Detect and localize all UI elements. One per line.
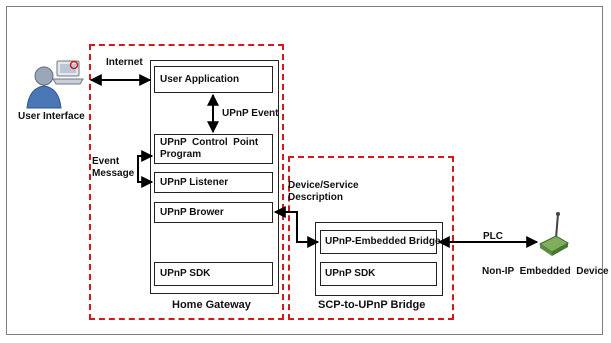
upnp-embedded-bridge-box — [320, 230, 437, 254]
event-message-arrow — [137, 150, 154, 188]
diagram-frame — [6, 6, 603, 335]
gateway-upnp-sdk-box — [154, 262, 273, 286]
bridge-upnp-sdk-label: UPnP SDK — [325, 268, 376, 279]
event-message-label-2: Message — [92, 168, 135, 179]
device-service-label-2: Description — [288, 192, 344, 203]
internet-label: Internet — [106, 57, 143, 68]
home-gateway-title: Home Gateway — [172, 299, 251, 311]
upnp-embedded-bridge-label: UPnP-Embedded Bridge — [325, 236, 441, 247]
user-application-box — [154, 66, 273, 93]
device-service-arrow — [273, 206, 320, 248]
upnp-event-label: UPnP Event — [222, 108, 279, 119]
antenna-device-icon — [539, 212, 570, 256]
upnp-brower-label: UPnP Brower — [160, 207, 224, 218]
control-point-box — [154, 134, 273, 164]
user-interface-label: User Interface — [18, 111, 85, 122]
upnp-brower-box — [154, 202, 273, 223]
device-service-label-1: Device/Service — [288, 180, 359, 191]
upnp-listener-label: UPnP Listener — [160, 177, 229, 188]
control-point-label-2: Program — [160, 149, 202, 160]
gateway-upnp-sdk-label: UPnP SDK — [160, 268, 211, 279]
control-point-label-1: UPnP Control Point — [160, 137, 259, 148]
user-with-laptop-icon — [26, 60, 84, 109]
user-application-label: User Application — [160, 74, 240, 85]
bridge-upnp-sdk-box — [320, 262, 437, 286]
home-gateway-region — [89, 44, 284, 320]
upnp-listener-box — [154, 172, 273, 193]
bridge-title: SCP-to-UPnP Bridge — [318, 299, 426, 311]
non-ip-device-label: Non-IP Embedded Device — [482, 266, 609, 277]
event-message-label-1: Event — [92, 156, 120, 167]
